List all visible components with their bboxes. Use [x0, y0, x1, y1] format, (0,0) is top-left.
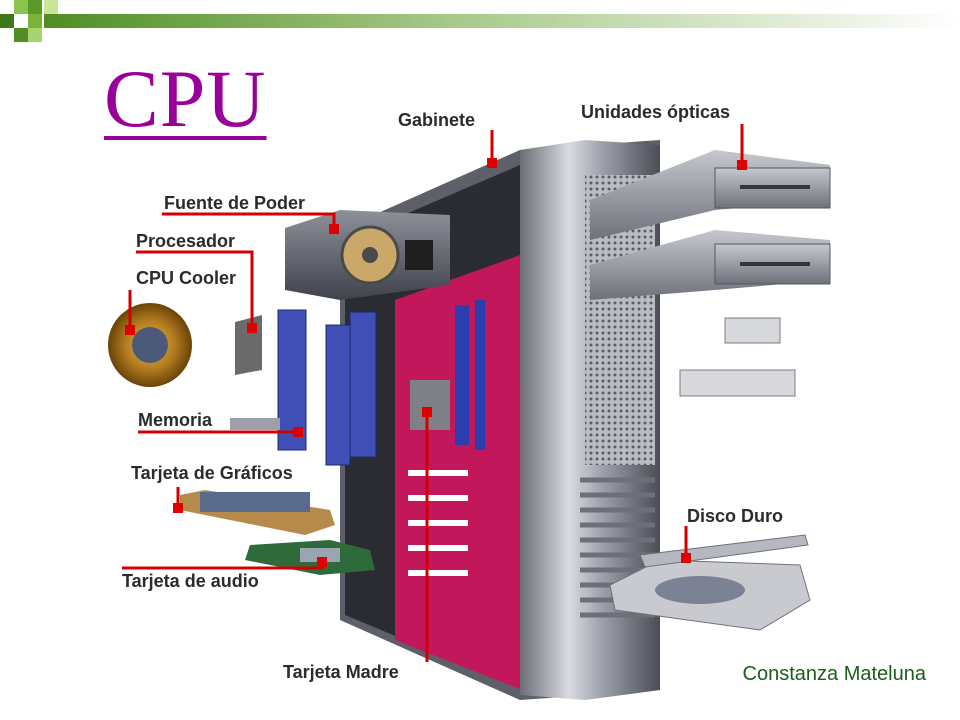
leader-lines — [122, 124, 744, 662]
slide-title: CPU — [104, 53, 267, 144]
header-square — [14, 0, 28, 14]
power-supply-fan-hub — [362, 247, 378, 263]
optical-drive-2-tray — [740, 262, 810, 266]
cpu-cooler-fan — [132, 327, 168, 363]
label-tarjeta-audio: Tarjeta de audio — [122, 571, 259, 591]
header-square — [28, 14, 42, 28]
memory-stick-side — [230, 418, 280, 430]
slide-header-decoration — [0, 0, 960, 42]
header-gradient-band — [44, 14, 960, 28]
memory-module — [325, 324, 351, 466]
memory-module — [277, 309, 307, 451]
memory-module — [349, 311, 377, 458]
motherboard-slot — [475, 300, 485, 450]
card-reader — [724, 317, 781, 344]
label-unidades-opticas: Unidades ópticas — [581, 102, 731, 122]
header-square — [14, 28, 28, 42]
label-cpu-cooler: CPU Cooler — [136, 268, 237, 288]
author-name: Constanza Mateluna — [742, 663, 926, 685]
graphics-card-chip — [200, 492, 310, 512]
header-square — [28, 0, 42, 14]
label-memoria: Memoria — [138, 410, 213, 430]
leader-line-fuente-de-poder — [162, 212, 336, 228]
header-square — [28, 28, 42, 42]
leader-line-procesador — [136, 250, 254, 328]
label-gabinete: Gabinete — [398, 110, 476, 130]
optical-drive-1-tray — [740, 185, 810, 189]
cpu-socket-heatsink — [410, 380, 450, 430]
pci-slots — [408, 470, 468, 576]
motherboard-slot — [455, 305, 469, 445]
audio-card-chip — [300, 548, 340, 562]
floppy-drive — [679, 369, 796, 397]
label-disco-duro: Disco Duro — [687, 506, 784, 526]
label-procesador: Procesador — [136, 231, 236, 251]
header-square — [44, 0, 58, 14]
label-fuente-de-poder: Fuente de Poder — [164, 193, 306, 213]
header-square — [0, 14, 14, 28]
power-supply-socket — [405, 240, 433, 270]
leader-markers — [125, 158, 747, 567]
label-tarjeta-graficos: Tarjeta de Gráficos — [131, 463, 293, 483]
label-tarjeta-madre: Tarjeta Madre — [283, 662, 399, 682]
hard-disk-platter — [655, 576, 745, 604]
